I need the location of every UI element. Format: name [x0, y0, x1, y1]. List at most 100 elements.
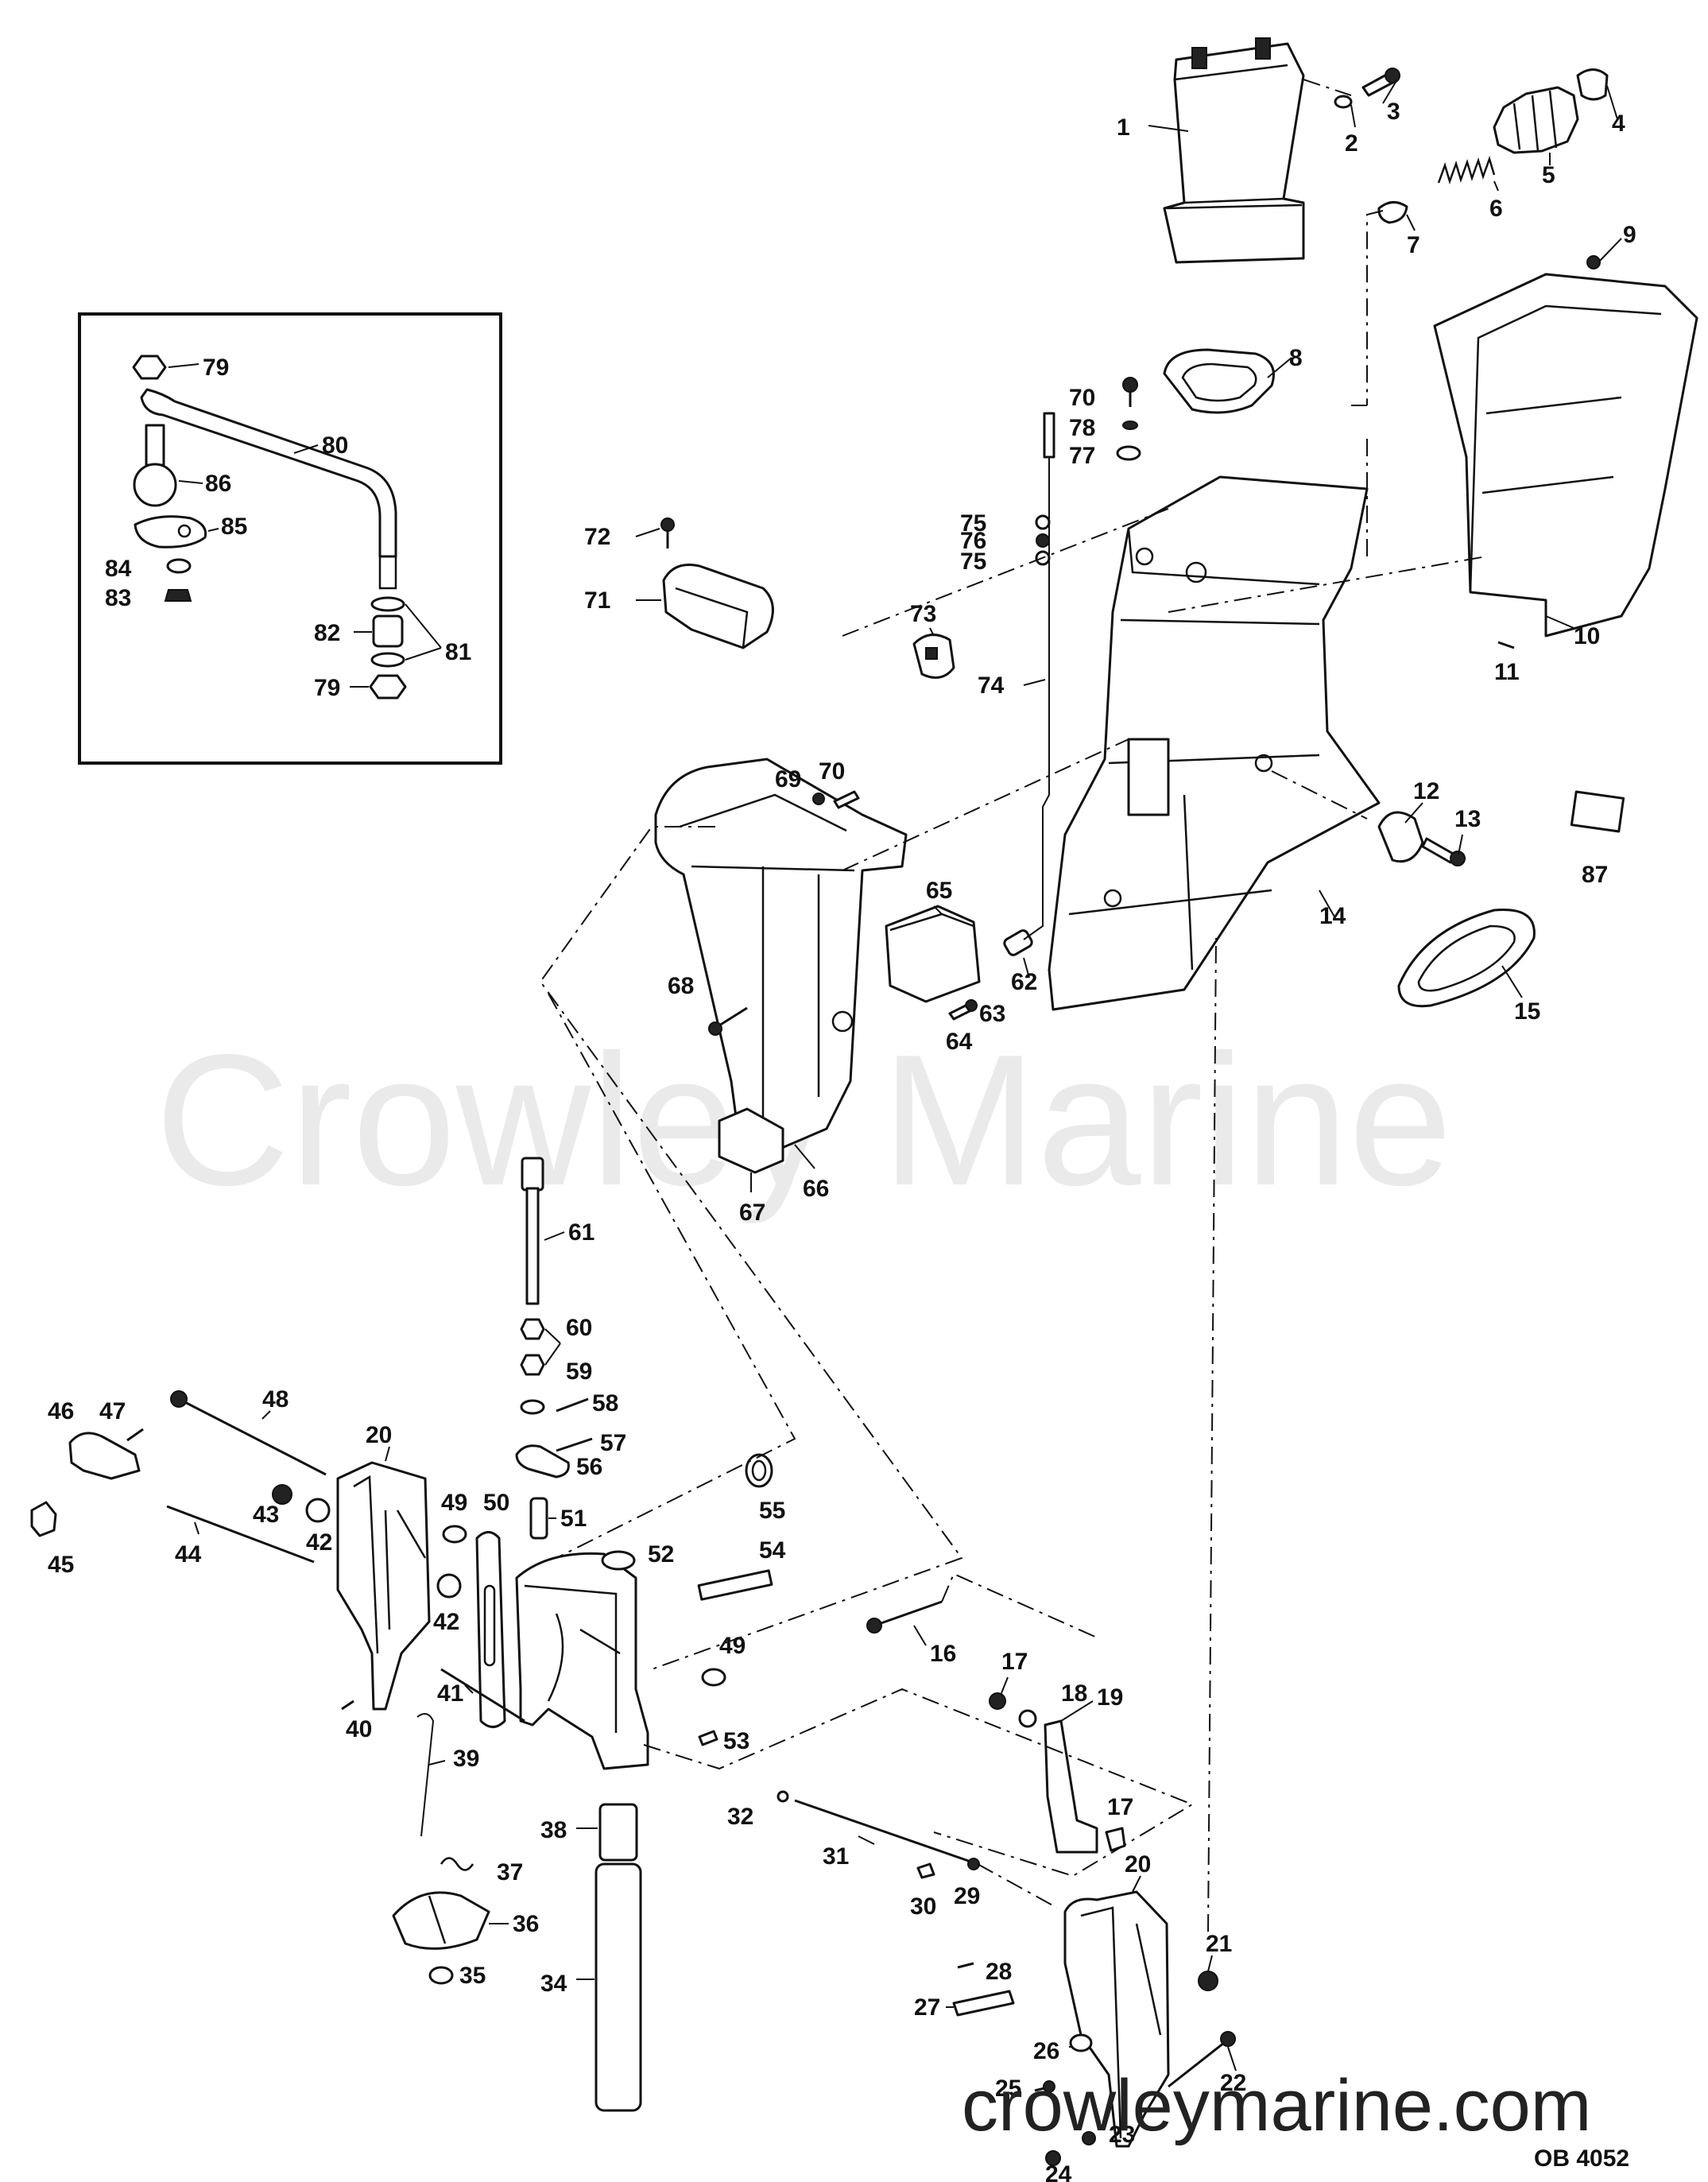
callout-48: 48	[262, 1386, 289, 1413]
ring-55	[745, 1453, 773, 1488]
leader-65	[933, 905, 943, 915]
dash-mount	[842, 738, 1368, 871]
plate-19	[1044, 1719, 1098, 1854]
callout-45: 45	[48, 1552, 74, 1578]
washer-26	[1069, 2033, 1093, 2052]
shift-rod-74	[1023, 425, 1050, 940]
housing-10	[1433, 273, 1698, 638]
connector-62	[1003, 929, 1033, 956]
dash-16	[941, 1572, 1098, 1638]
housing-14-hole-1	[1254, 754, 1273, 773]
steering-arm-part	[140, 388, 397, 558]
stern-bracket-20-right-detail	[1080, 1906, 1162, 2139]
leader-17	[1001, 1676, 1009, 1694]
callout-83: 83	[105, 585, 131, 611]
dash-bottom-right	[977, 937, 1217, 1932]
pin-11	[1497, 641, 1515, 649]
inset-frame	[78, 312, 502, 765]
cover-71	[662, 564, 774, 649]
nut-21	[1198, 1971, 1218, 1991]
callout-66: 66	[803, 1176, 829, 1202]
spring-6	[1437, 156, 1496, 184]
callout-72: 72	[584, 524, 610, 550]
callout-12: 12	[1413, 778, 1439, 804]
callout-47: 47	[99, 1398, 126, 1424]
lever-56	[515, 1444, 570, 1479]
stud-86-shank	[145, 424, 165, 467]
callout-35: 35	[459, 1963, 486, 1989]
nut-35	[428, 1966, 454, 1985]
callout-8: 8	[1289, 345, 1303, 371]
exhaust-tube-1	[1163, 42, 1305, 264]
plate-85-hole	[177, 524, 192, 538]
callout-68: 68	[668, 973, 694, 999]
callout-42a: 42	[306, 1529, 332, 1556]
nut-60-a	[520, 1318, 545, 1340]
leader-20-left	[385, 1446, 390, 1462]
callout-10: 10	[1574, 623, 1600, 649]
housing-14-hole-3	[1185, 561, 1207, 583]
callout-84: 84	[105, 556, 132, 582]
seal-15-inner	[1417, 924, 1516, 992]
seal-15	[1397, 908, 1536, 1008]
washer-81-bottom	[370, 652, 405, 668]
bolt-22	[1168, 2041, 1225, 2088]
website-url: crowleymarine.com	[962, 2065, 1591, 2146]
callout-57: 57	[600, 1430, 626, 1456]
callout-63: 63	[979, 1001, 1005, 1027]
leader-66	[794, 1144, 815, 1169]
callout-86: 86	[205, 471, 231, 497]
screw-64	[948, 1004, 971, 1021]
bolt-27	[952, 1990, 1015, 2017]
washer-81-top	[370, 596, 405, 612]
leader-10	[1545, 615, 1574, 629]
steering-arm-inset	[78, 312, 502, 765]
stern-bracket-20-left-detail	[353, 1475, 427, 1654]
callout-7: 7	[1407, 232, 1420, 258]
callout-58: 58	[592, 1390, 618, 1417]
leader-16	[913, 1625, 927, 1646]
screw-23	[1082, 2131, 1096, 2145]
leader-81b	[405, 647, 442, 661]
leader-44	[194, 1521, 199, 1535]
decal-87	[1570, 790, 1625, 833]
callout-26: 26	[1033, 2038, 1059, 2064]
pin-28	[957, 1962, 974, 1969]
screw-13-head	[1450, 851, 1466, 866]
callout-87: 87	[1582, 862, 1608, 888]
pin-51	[529, 1497, 548, 1540]
callout-4: 4	[1612, 110, 1625, 137]
callout-80: 80	[322, 432, 348, 459]
decal-54	[697, 1569, 773, 1601]
callout-79a: 79	[203, 355, 229, 381]
callout-50: 50	[483, 1490, 509, 1516]
swivel-bracket-52-boss	[601, 1550, 636, 1571]
callout-79b: 79	[314, 675, 340, 701]
callout-25: 25	[995, 2075, 1021, 2102]
plate-65	[885, 905, 981, 1003]
callout-56: 56	[576, 1454, 602, 1480]
leader-21	[1207, 1955, 1213, 1972]
callout-41: 41	[437, 1680, 463, 1707]
stern-bracket-20-left	[336, 1461, 431, 1711]
callout-52: 52	[648, 1541, 674, 1568]
screw-13	[1421, 837, 1456, 864]
dash-housing	[1351, 405, 1368, 556]
gasket-8-inner	[1181, 362, 1257, 402]
callout-74: 74	[978, 672, 1005, 699]
leader-9	[1599, 238, 1622, 262]
nut-43	[272, 1484, 292, 1505]
callout-36: 36	[513, 1911, 539, 1937]
housing-14-bracket	[1127, 738, 1170, 816]
callout-37: 37	[497, 1859, 523, 1886]
callout-16: 16	[930, 1641, 956, 1667]
callout-44: 44	[175, 1541, 202, 1568]
dash-steer-to-swivel	[548, 993, 796, 1559]
leader-8	[1267, 357, 1292, 378]
nut-79-bottom	[369, 674, 407, 700]
bolt-48	[178, 1397, 327, 1476]
leader-72	[635, 528, 660, 537]
pin-30	[916, 1862, 935, 1879]
tilt-rod-39	[416, 1713, 435, 1837]
clip-7	[1377, 201, 1408, 224]
